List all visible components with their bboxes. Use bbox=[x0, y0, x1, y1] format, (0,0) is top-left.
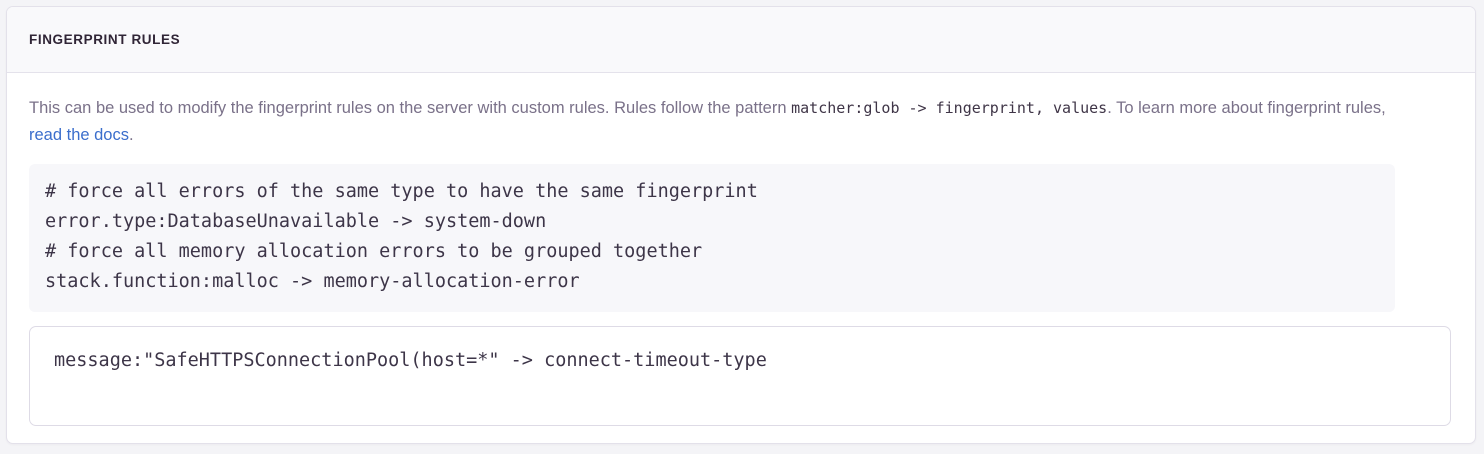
code-line: # force all memory allocation errors to … bbox=[45, 241, 703, 263]
code-line: error.type:DatabaseUnavailable -> system… bbox=[45, 211, 547, 233]
fingerprint-rules-panel: FINGERPRINT RULES This can be used to mo… bbox=[6, 6, 1476, 444]
description-part-one: This can be used to modify the fingerpri… bbox=[29, 99, 792, 117]
fingerprint-rules-input[interactable] bbox=[29, 326, 1451, 427]
description-text: This can be used to modify the fingerpri… bbox=[29, 95, 1409, 148]
code-line: # force all errors of the same type to h… bbox=[45, 181, 758, 203]
description-part-two: . To learn more about fingerprint rules, bbox=[1107, 99, 1386, 117]
description-part-three: . bbox=[128, 125, 134, 144]
page-title: FINGERPRINT RULES bbox=[29, 32, 181, 47]
panel-body: This can be used to modify the fingerpri… bbox=[7, 73, 1475, 427]
example-code-block: # force all errors of the same type to h… bbox=[29, 164, 1395, 313]
panel-header: FINGERPRINT RULES bbox=[7, 7, 1475, 73]
inline-code-pattern: matcher:glob -> fingerprint, values bbox=[791, 99, 1108, 117]
code-line: stack.function:malloc -> memory-allocati… bbox=[45, 271, 580, 293]
read-the-docs-link[interactable]: read the docs bbox=[29, 125, 129, 144]
